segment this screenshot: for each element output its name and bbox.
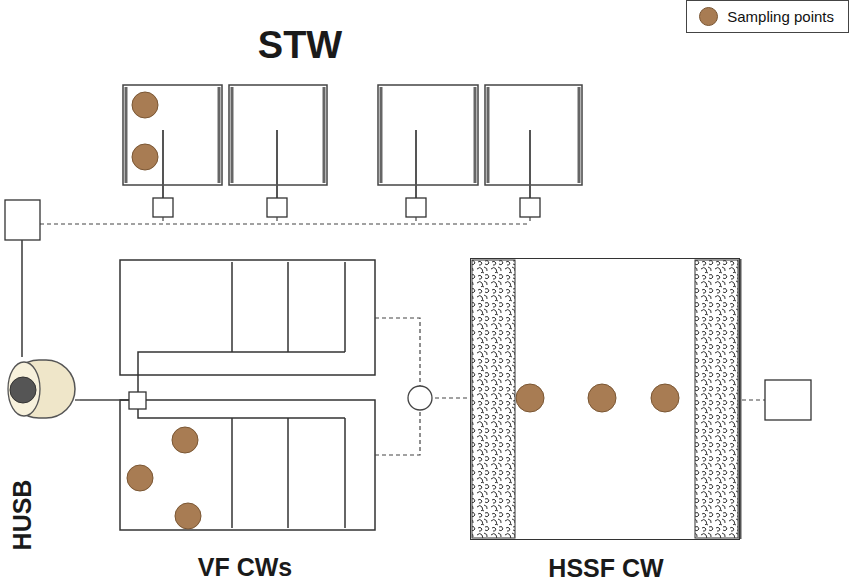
stw-tanks — [485, 85, 582, 185]
husb-reactor: HUSB — [5, 355, 80, 420]
vf-distribution — [120, 399, 129, 401]
tank-walls — [125, 87, 128, 183]
vf-distribution — [138, 352, 345, 393]
sampling-points — [172, 427, 198, 453]
feed-pipes — [276, 130, 278, 198]
sludge-header — [415, 217, 416, 224]
vf-distribution — [120, 262, 345, 528]
hssf-wetland: HSSF CW — [470, 258, 740, 540]
tank-walls — [126, 87, 579, 183]
legend-swatch — [699, 7, 718, 26]
splitter-box — [129, 392, 146, 409]
sludge-header — [529, 217, 530, 224]
tank-walls — [578, 87, 581, 183]
vf-distribution — [287, 418, 289, 528]
tank-walls — [487, 87, 490, 183]
vf-distribution — [231, 418, 233, 528]
vf-wetlands: VF CWs — [120, 258, 375, 533]
vf-distribution — [287, 262, 289, 352]
feed-pipes — [415, 130, 417, 198]
sampling-points — [588, 384, 616, 412]
sampling-points — [132, 92, 158, 118]
tank-walls — [218, 87, 221, 183]
vf-beds — [120, 400, 375, 530]
husb-tank — [8, 360, 80, 418]
vf-distribution — [344, 418, 346, 528]
vf-beds — [120, 260, 375, 375]
husb-tank — [75, 399, 80, 401]
legend-label: Sampling points — [727, 8, 834, 25]
junction-manhole — [408, 386, 432, 410]
tank-walls — [323, 87, 326, 183]
wetland-label: VF CWs — [198, 553, 292, 582]
legend-box: Sampling points — [686, 0, 849, 33]
vf-distribution — [231, 262, 233, 352]
sludge-header — [276, 217, 277, 224]
pipe-connector — [21, 240, 23, 357]
feed-pipes — [529, 130, 531, 198]
sludge-header — [40, 217, 530, 224]
sludge-header — [40, 223, 530, 224]
vf-distribution — [344, 262, 346, 352]
tank-walls — [380, 87, 383, 183]
sludge-header — [162, 217, 163, 224]
tank-walls — [474, 87, 477, 183]
gravel-zones — [695, 260, 738, 538]
vf-beds — [120, 260, 375, 530]
sampling-points — [132, 144, 158, 170]
pump-box — [5, 200, 40, 240]
feed-pipes — [163, 130, 530, 198]
hssf-wall — [739, 259, 742, 539]
sampling-points — [651, 384, 679, 412]
sampling-points — [516, 384, 544, 412]
sampling-points — [175, 503, 201, 529]
husb-tank — [8, 362, 40, 416]
stw-tanks — [378, 85, 478, 185]
stw-group: STW — [5, 15, 582, 240]
stw-tanks — [123, 85, 582, 185]
group-title: STW — [258, 24, 342, 67]
sampling-points — [127, 92, 679, 529]
outlet-pipe — [742, 399, 765, 400]
pipe-connector — [80, 399, 120, 401]
outlet-box — [765, 380, 811, 420]
legend-item: Sampling points — [699, 7, 834, 26]
pipe-valves — [153, 198, 173, 217]
gravel-zones — [472, 260, 738, 538]
sampling-points — [127, 465, 153, 491]
vf-distribution — [138, 409, 345, 418]
vf-lower-outlet — [375, 410, 420, 455]
pipe-valves — [520, 198, 540, 217]
husb-tank — [10, 377, 36, 403]
pipe-valves — [267, 198, 287, 217]
pipe-valves — [406, 198, 426, 217]
wetland-label: HSSF CW — [548, 554, 663, 583]
gravel-zones — [472, 260, 515, 538]
stw-tanks — [123, 85, 222, 185]
pipe-valves — [153, 198, 540, 217]
feed-pipes — [162, 130, 164, 198]
tank-walls — [231, 87, 234, 183]
tank-label: HUSB — [8, 480, 37, 551]
